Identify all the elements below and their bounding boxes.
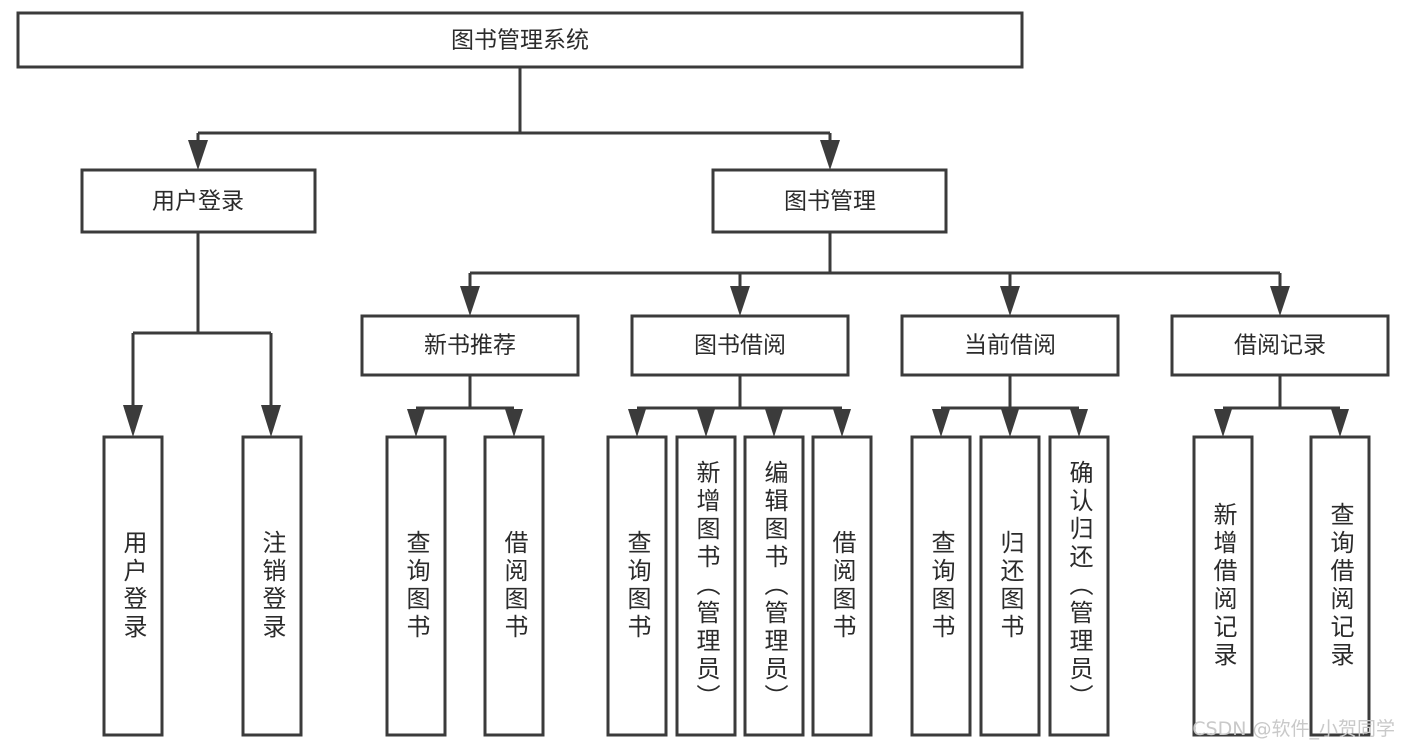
node-new-book-rec-box[interactable] [360, 314, 580, 377]
node-leaf-borrow-book-a-box[interactable] [483, 435, 545, 737]
node-leaf-edit-book[interactable] [743, 435, 805, 737]
arrow-head-leaf-confirm-return [1070, 409, 1088, 437]
node-leaf-confirm-return-box[interactable] [1048, 435, 1110, 737]
arrow-head-leaf-borrow-book-a [505, 409, 523, 437]
node-book-manage-box[interactable] [711, 168, 948, 234]
edge-group-user-login [123, 232, 281, 437]
node-user-login-box[interactable] [80, 168, 317, 234]
node-leaf-logout[interactable] [241, 435, 303, 737]
arrow-head-new-book-rec [460, 286, 480, 316]
node-leaf-borrow-book-a[interactable] [483, 435, 545, 737]
arrow-head-leaf-query-record [1331, 409, 1349, 437]
node-leaf-user-login-box[interactable] [102, 435, 164, 737]
node-leaf-add-record[interactable] [1192, 435, 1254, 737]
node-leaf-query-book-c-box[interactable] [910, 435, 972, 737]
node-leaf-query-record-box[interactable] [1309, 435, 1371, 737]
node-leaf-add-book-box[interactable] [675, 435, 737, 737]
node-root[interactable]: 图书管理系统 [16, 11, 1024, 69]
node-leaf-edit-book-box[interactable] [743, 435, 805, 737]
node-book-manage-label: 图书管理 [784, 189, 876, 215]
node-book-borrow-box[interactable] [630, 314, 850, 377]
node-user-login-label: 用户登录 [152, 189, 244, 215]
node-new-book-rec[interactable]: 新书推荐 [360, 314, 580, 377]
arrow-head-leaf-add-book [697, 409, 715, 437]
node-leaf-user-login[interactable] [102, 435, 164, 737]
arrow-head-leaf-user-login [123, 405, 143, 437]
node-leaf-return-book[interactable] [979, 435, 1041, 737]
node-leaf-query-book-b[interactable] [606, 435, 668, 737]
arrow-head-leaf-edit-book [765, 409, 783, 437]
node-new-book-rec-label: 新书推荐 [424, 333, 516, 359]
node-book-manage[interactable]: 图书管理 [711, 168, 948, 234]
edge-group-borrow-record [1214, 375, 1349, 437]
node-borrow-record[interactable]: 借阅记录 [1170, 314, 1390, 377]
node-current-borrow[interactable]: 当前借阅 [900, 314, 1120, 377]
edge-group-root [188, 67, 840, 170]
arrow-head-current-borrow [1000, 286, 1020, 316]
node-root-label: 图书管理系统 [451, 28, 589, 54]
node-leaf-logout-box[interactable] [241, 435, 303, 737]
node-current-borrow-box[interactable] [900, 314, 1120, 377]
node-leaf-query-record[interactable] [1309, 435, 1371, 737]
node-current-borrow-label: 当前借阅 [964, 333, 1056, 359]
node-leaf-add-book[interactable] [675, 435, 737, 737]
arrow-head-leaf-return-book [1001, 409, 1019, 437]
node-leaf-confirm-return[interactable] [1048, 435, 1110, 737]
arrow-head-borrow-record [1270, 286, 1290, 316]
arrow-head-leaf-query-book-c [932, 409, 950, 437]
node-leaf-query-book-a-box[interactable] [385, 435, 447, 737]
node-leaf-borrow-book-b-box[interactable] [811, 435, 873, 737]
node-leaf-return-book-box[interactable] [979, 435, 1041, 737]
arrow-head-leaf-add-record [1214, 409, 1232, 437]
node-leaf-add-record-box[interactable] [1192, 435, 1254, 737]
node-borrow-record-label: 借阅记录 [1234, 333, 1326, 359]
arrow-head-book-borrow [730, 286, 750, 316]
edge-group-book-borrow [628, 375, 851, 437]
arrow-head-leaf-query-book-a [407, 409, 425, 437]
node-leaf-borrow-book-b[interactable] [811, 435, 873, 737]
node-user-login[interactable]: 用户登录 [80, 168, 317, 234]
node-book-borrow[interactable]: 图书借阅 [630, 314, 850, 377]
node-leaf-query-book-a[interactable] [385, 435, 447, 737]
edge-group-current-borrow [932, 375, 1088, 437]
node-root-box[interactable] [16, 11, 1024, 69]
arrow-head-user-login [188, 140, 208, 170]
edge-group-book-manage [460, 232, 1290, 316]
node-borrow-record-box[interactable] [1170, 314, 1390, 377]
node-book-borrow-label: 图书借阅 [694, 333, 786, 359]
arrow-head-leaf-query-book-b [628, 409, 646, 437]
arrow-head-leaf-logout [261, 405, 281, 437]
edge-group-new-book-rec [407, 375, 523, 437]
node-leaf-query-book-b-box[interactable] [606, 435, 668, 737]
arrow-head-leaf-borrow-book-b [833, 409, 851, 437]
node-leaf-query-book-c[interactable] [910, 435, 972, 737]
arrow-head-book-manage [820, 140, 840, 170]
